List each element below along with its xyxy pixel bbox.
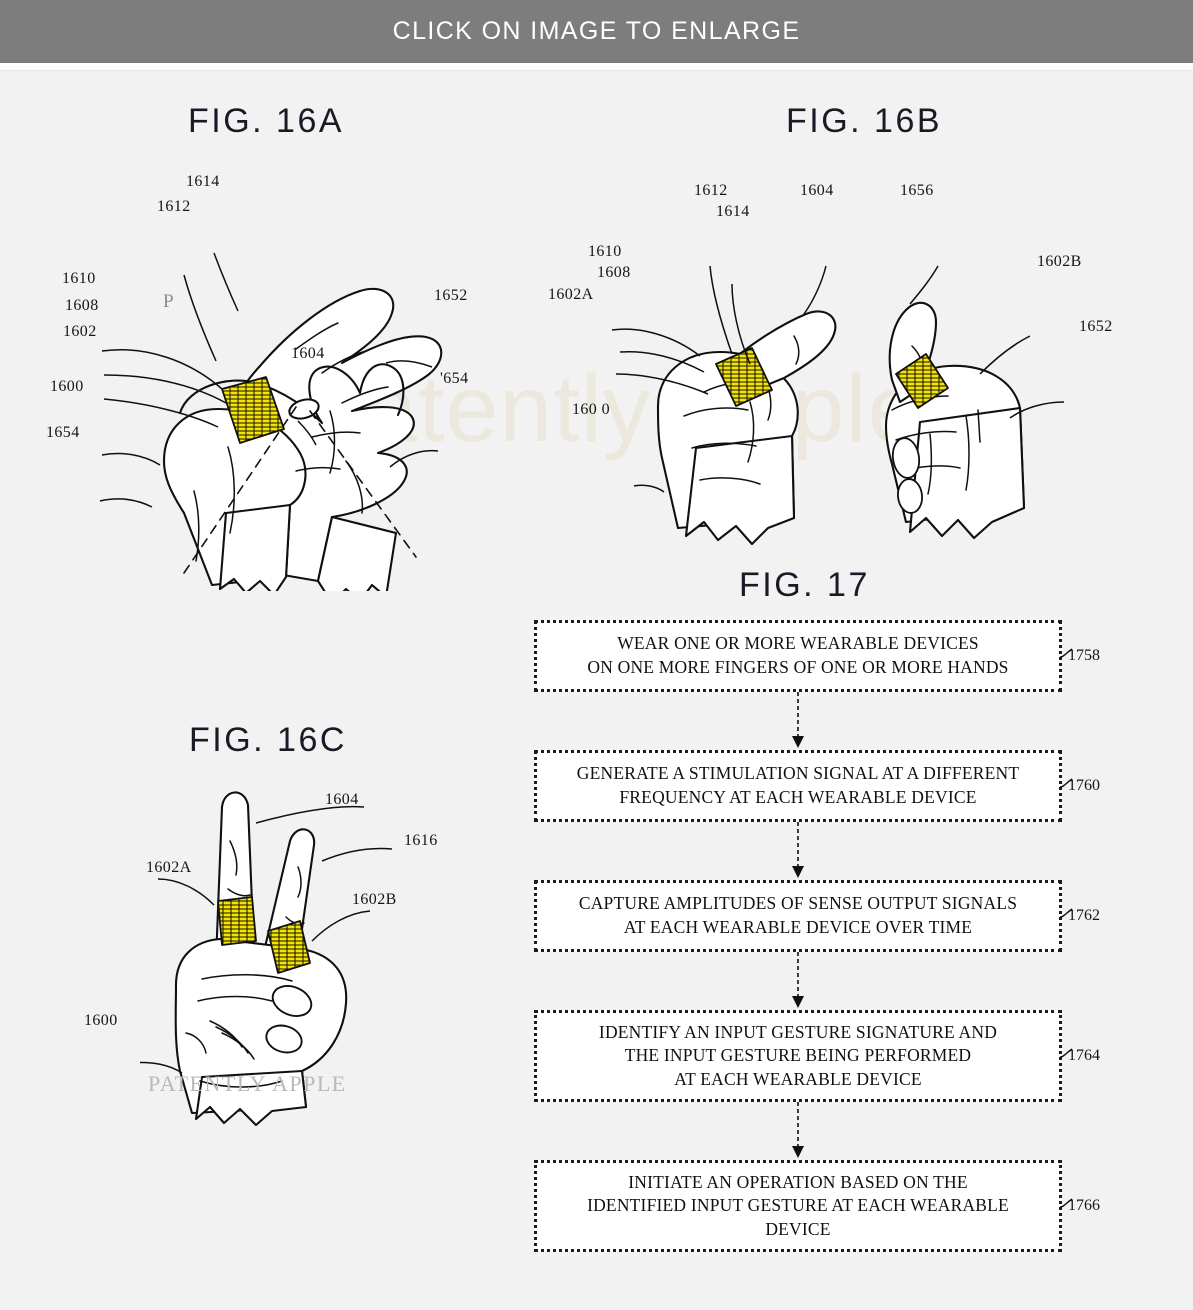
patent-drawing-sheet: Patently Apple FIG. 16A — [0, 71, 1193, 1310]
flow-step-1760-line1: GENERATE A STIMULATION SIGNAL AT A DIFFE… — [576, 763, 1020, 784]
banner-divider — [0, 63, 1193, 71]
flow-step-1766-line1: INITIATE AN OPERATION BASED ON THE — [628, 1171, 968, 1192]
click-to-enlarge-banner[interactable]: CLICK ON IMAGE TO ENLARGE — [0, 0, 1193, 63]
flow-step-1764-line3: AT EACH WEARABLE DEVICE — [674, 1068, 922, 1089]
fig-16b-drawing — [611, 265, 1065, 546]
ref-1612-16a: 1612 — [157, 198, 191, 215]
fig-16a-title: FIG. 16A — [188, 102, 345, 140]
ref-1610-16b: 1610 — [588, 243, 622, 260]
flow-step-1766: INITIATE AN OPERATION BASED ON THE IDENT… — [534, 1160, 1062, 1252]
ref-1602-16a: 1602 — [63, 323, 97, 340]
ref-1602b-16c: 1602B — [352, 891, 397, 908]
ref-1616-16c: 1616 — [404, 832, 438, 849]
ref-1604-16c: 1604 — [325, 791, 359, 808]
banner-label: CLICK ON IMAGE TO ENLARGE — [392, 17, 801, 45]
fig-16b-title: FIG. 16B — [786, 102, 943, 140]
ref-1654-16a: 1654 — [46, 424, 80, 441]
ref-1602b-16b: 1602B — [1037, 253, 1082, 270]
ref-1656-16b: 1656 — [900, 182, 934, 199]
fig-16c-drawing — [140, 791, 393, 1127]
flow-step-1758-line1: WEAR ONE OR MORE WEARABLE DEVICES — [617, 633, 979, 654]
flow-ref-1764: 1764 — [1068, 1047, 1100, 1064]
ref-1608-16b: 1608 — [597, 264, 631, 281]
flow-arrow-2 — [792, 822, 804, 878]
ref-1604-16b: 1604 — [800, 182, 834, 199]
flow-step-1766-line2: IDENTIFIED INPUT GESTURE AT EACH WEARABL… — [587, 1195, 1009, 1216]
fig-16c-title: FIG. 16C — [189, 721, 347, 759]
flow-ref-1760: 1760 — [1068, 777, 1100, 794]
ref-1600-16c: 1600 — [84, 1012, 118, 1029]
flow-leader-1758 — [1059, 648, 1073, 658]
flow-step-1760: GENERATE A STIMULATION SIGNAL AT A DIFFE… — [534, 750, 1062, 822]
ref-p-16a: P — [163, 291, 174, 312]
ref-1652-16b: 1652 — [1079, 318, 1113, 335]
flow-step-1762: CAPTURE AMPLITUDES OF SENSE OUTPUT SIGNA… — [534, 880, 1062, 952]
ref-1602a-16b: 1602A — [548, 286, 594, 303]
flow-arrow-1 — [792, 692, 804, 748]
flow-step-1766-line3: DEVICE — [765, 1218, 831, 1239]
ref-1604-16a: 1604 — [291, 345, 325, 362]
wearable-band — [221, 376, 285, 444]
flow-step-1764-line1: IDENTIFY AN INPUT GESTURE SIGNATURE AND — [598, 1021, 998, 1042]
ref-654-16a: '654 — [440, 370, 469, 387]
ref-1600-16a: 1600 — [50, 378, 84, 395]
ref-1652-16a: 1652 — [434, 287, 468, 304]
flow-ref-1762: 1762 — [1068, 907, 1100, 924]
flow-leader-1760 — [1059, 778, 1073, 788]
flow-step-1758: WEAR ONE OR MORE WEARABLE DEVICES ON ONE… — [534, 620, 1062, 692]
flow-leader-1762 — [1059, 908, 1073, 918]
flow-leader-1764 — [1059, 1048, 1073, 1058]
fig-17-title: FIG. 17 — [739, 566, 870, 604]
flow-step-1764: IDENTIFY AN INPUT GESTURE SIGNATURE AND … — [534, 1010, 1062, 1102]
ref-1608-16a: 1608 — [65, 297, 99, 314]
flow-ref-1766: 1766 — [1068, 1197, 1100, 1214]
flow-arrow-4 — [792, 1102, 804, 1158]
flow-arrow-3 — [792, 952, 804, 1008]
ref-1614-16b: 1614 — [716, 203, 750, 220]
fig-16a-drawing — [99, 252, 443, 591]
flow-ref-1758: 1758 — [1068, 647, 1100, 664]
flow-step-1758-line2: ON ONE MORE FINGERS OF ONE OR MORE HANDS — [587, 657, 1009, 677]
flow-step-1764-line2: THE INPUT GESTURE BEING PERFORMED — [624, 1045, 972, 1066]
ref-1602a-16c: 1602A — [146, 859, 192, 876]
flow-step-1760-line2: FREQUENCY AT EACH WEARABLE DEVICE — [619, 787, 977, 807]
flow-step-1762-line2: AT EACH WEARABLE DEVICE OVER TIME — [623, 917, 973, 937]
ref-1612-16b: 1612 — [694, 182, 728, 199]
ref-1614-16a: 1614 — [186, 173, 220, 190]
flow-step-1762-line1: CAPTURE AMPLITUDES OF SENSE OUTPUT SIGNA… — [578, 893, 1018, 914]
ref-1610-16a: 1610 — [62, 270, 96, 287]
ref-1600-16b: 160 0 — [572, 401, 610, 418]
flow-leader-1766 — [1059, 1198, 1073, 1208]
